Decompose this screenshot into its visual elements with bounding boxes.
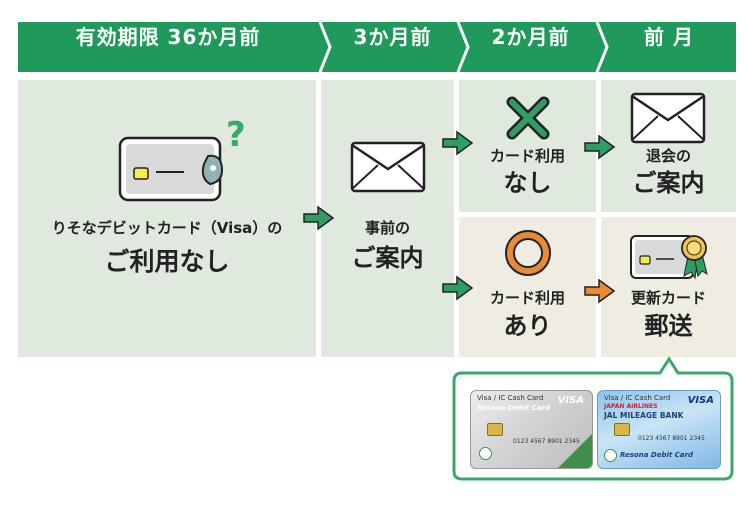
timeline-step-3: 2か月前 — [491, 25, 570, 49]
card2-top-label: Visa / IC Cash Card — [604, 394, 671, 402]
card2-number: 0123 4567 8901 2345 — [638, 435, 705, 442]
card2-airline-label: JAPAN AIRLINES — [604, 403, 658, 410]
card1-brand-label: Resona Debit Card — [477, 404, 550, 412]
result-yes-line1: 更新カード — [630, 289, 706, 307]
timeline-step-2: 3か月前 — [353, 25, 432, 49]
card1-chip — [487, 423, 503, 436]
arrow-right-icon — [442, 275, 474, 301]
card1-logo-icon — [479, 447, 492, 460]
envelope-icon — [350, 141, 426, 193]
card2-bank-label: JAL MILEAGE BANK — [604, 411, 684, 420]
card-question-icon: ? — [118, 115, 246, 202]
arrow-right-icon — [584, 134, 616, 160]
card-award-icon — [630, 235, 708, 280]
stage1-line2: ご利用なし — [104, 247, 230, 276]
timeline-bar — [18, 21, 736, 73]
card2-brand-label: Resona Debit Card — [620, 451, 693, 459]
resona-debit-card-image: Visa / IC Cash Card Resona Debit Card VI… — [470, 390, 593, 469]
jal-mileage-card-image: Visa / IC Cash Card JAPAN AIRLINES JAL M… — [597, 390, 721, 469]
stage1-line1: りそなデビットカード（Visa）の — [51, 219, 283, 237]
circle-icon — [505, 230, 551, 276]
envelope-icon — [630, 92, 706, 144]
branch-yes-panel — [459, 217, 596, 357]
arrow-right-icon — [303, 205, 335, 231]
timeline-step-2-shape — [320, 22, 468, 72]
timeline-step-4: 前 月 — [644, 25, 694, 49]
branch-yes-line1: カード利用 — [489, 289, 565, 307]
card2-visa-label: VISA — [687, 395, 714, 406]
stage2-line1: 事前の — [364, 219, 410, 237]
timeline-step-1: 有効期限 36か月前 — [75, 25, 261, 49]
branch-no-line1: カード利用 — [489, 147, 565, 165]
timeline-step-4-shape — [597, 22, 736, 72]
arrow-right-icon — [584, 278, 616, 304]
branch-yes-line2: あり — [503, 312, 552, 340]
timeline-step-1-shape — [18, 22, 330, 72]
stage2-line2: ご案内 — [351, 244, 424, 272]
card1-top-label: Visa / IC Cash Card — [477, 394, 544, 402]
svg-text:?: ? — [226, 115, 246, 155]
stage2-panel — [321, 80, 454, 357]
card2-logo-icon — [604, 449, 617, 462]
branch-no-panel — [459, 80, 596, 212]
card2-chip — [614, 423, 630, 436]
arrow-right-icon — [442, 130, 474, 156]
card1-number: 0123 4567 8901 2345 — [513, 438, 580, 445]
result-yes-line2: 郵送 — [644, 312, 693, 340]
stage1-panel — [18, 80, 316, 357]
result-no-line2: ご案内 — [632, 169, 705, 197]
branch-no-line2: なし — [503, 169, 552, 197]
cross-icon — [506, 96, 550, 140]
card1-visa-label: VISA — [557, 395, 584, 406]
timeline-step-3-shape — [458, 22, 607, 72]
result-no-line1: 退会の — [645, 147, 691, 165]
